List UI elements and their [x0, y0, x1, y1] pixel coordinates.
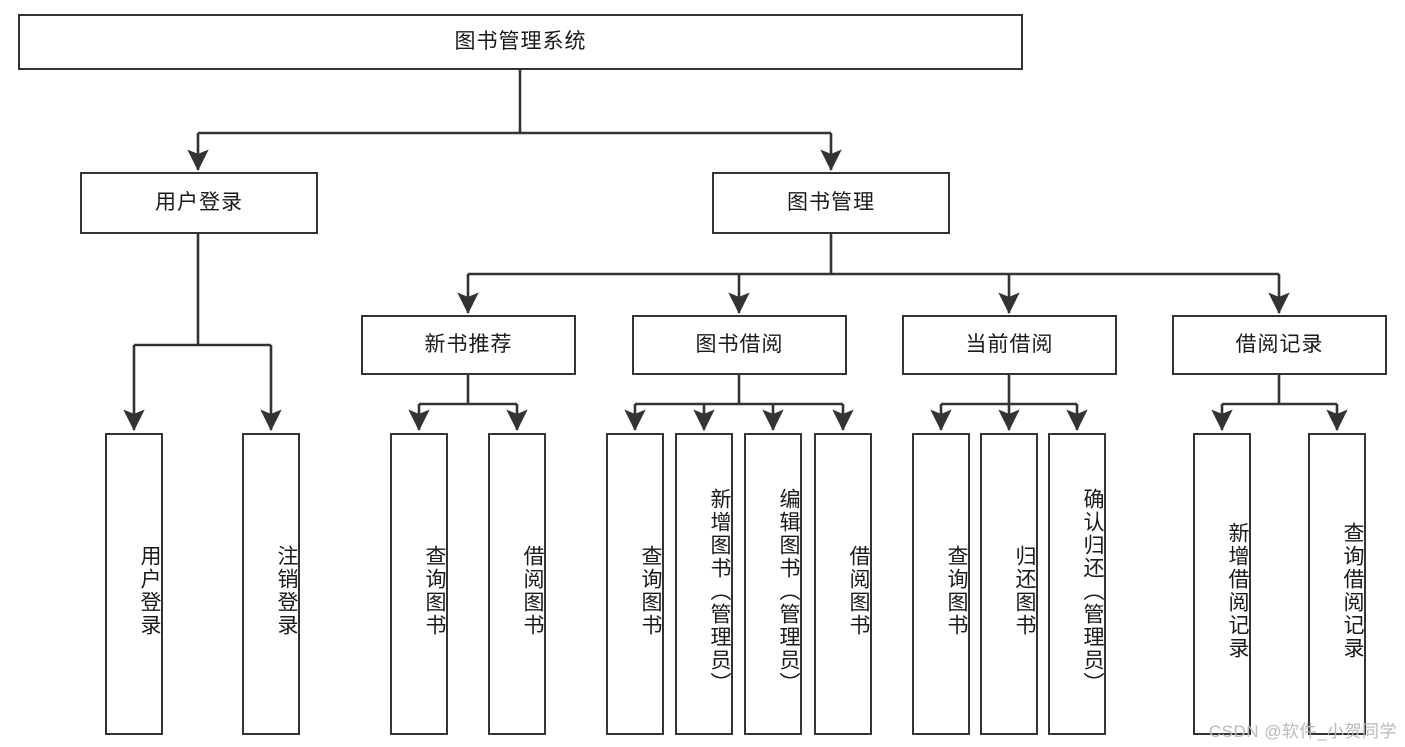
node-book-borrow-label: 图书借阅 [695, 332, 784, 356]
node-new-book-recommend[interactable]: 新书推荐 [361, 315, 576, 375]
node-book-management[interactable]: 图书管理 [712, 172, 950, 234]
leaf-user-login-2-label: 注销登录 [275, 545, 298, 637]
node-current-borrow-label: 当前借阅 [965, 332, 1054, 356]
leaf-book-borrow-4-label: 借阅图书 [847, 545, 870, 637]
leaf-current-borrow-1-label: 查询图书 [945, 545, 968, 637]
node-user-login-label: 用户登录 [155, 190, 243, 214]
leaf-recommend-2-label: 借阅图书 [521, 545, 544, 637]
leaf-user-login-2[interactable]: 注销登录 [242, 433, 300, 735]
node-current-borrow[interactable]: 当前借阅 [902, 315, 1117, 375]
leaf-user-login-1-label: 用户登录 [138, 545, 161, 637]
leaf-book-borrow-4[interactable]: 借阅图书 [814, 433, 872, 735]
leaf-book-borrow-3[interactable]: 编辑图书（管理员） [744, 433, 802, 735]
leaf-book-borrow-3-label: 编辑图书（管理员） [777, 487, 800, 695]
leaf-borrow-record-1[interactable]: 新增借阅记录 [1193, 433, 1251, 735]
node-book-management-label: 图书管理 [787, 190, 875, 214]
leaf-current-borrow-3[interactable]: 确认归还（管理员） [1048, 433, 1106, 735]
node-book-borrow[interactable]: 图书借阅 [632, 315, 847, 375]
leaf-recommend-1-label: 查询图书 [423, 545, 446, 637]
leaf-user-login-1[interactable]: 用户登录 [105, 433, 163, 735]
node-borrow-record-label: 借阅记录 [1235, 332, 1324, 356]
leaf-book-borrow-2-label: 新增图书（管理员） [708, 487, 731, 695]
leaf-book-borrow-1-label: 查询图书 [639, 545, 662, 637]
leaf-recommend-2[interactable]: 借阅图书 [488, 433, 546, 735]
leaf-current-borrow-1[interactable]: 查询图书 [912, 433, 970, 735]
csdn-watermark: CSDN @软件_小贺同学 [1208, 722, 1397, 741]
leaf-borrow-record-2[interactable]: 查询借阅记录 [1308, 433, 1366, 735]
node-root[interactable]: 图书管理系统 [18, 14, 1023, 70]
leaf-book-borrow-1[interactable]: 查询图书 [606, 433, 664, 735]
leaf-current-borrow-2[interactable]: 归还图书 [980, 433, 1038, 735]
node-root-label: 图书管理系统 [454, 29, 587, 53]
leaf-borrow-record-2-label: 查询借阅记录 [1341, 522, 1364, 660]
node-new-book-recommend-label: 新书推荐 [424, 332, 513, 356]
leaf-recommend-1[interactable]: 查询图书 [390, 433, 448, 735]
node-borrow-record[interactable]: 借阅记录 [1172, 315, 1387, 375]
leaf-borrow-record-1-label: 新增借阅记录 [1226, 522, 1249, 660]
node-user-login[interactable]: 用户登录 [80, 172, 318, 234]
leaf-current-borrow-2-label: 归还图书 [1013, 545, 1036, 637]
leaf-current-borrow-3-label: 确认归还（管理员） [1081, 487, 1104, 695]
leaf-book-borrow-2[interactable]: 新增图书（管理员） [675, 433, 733, 735]
